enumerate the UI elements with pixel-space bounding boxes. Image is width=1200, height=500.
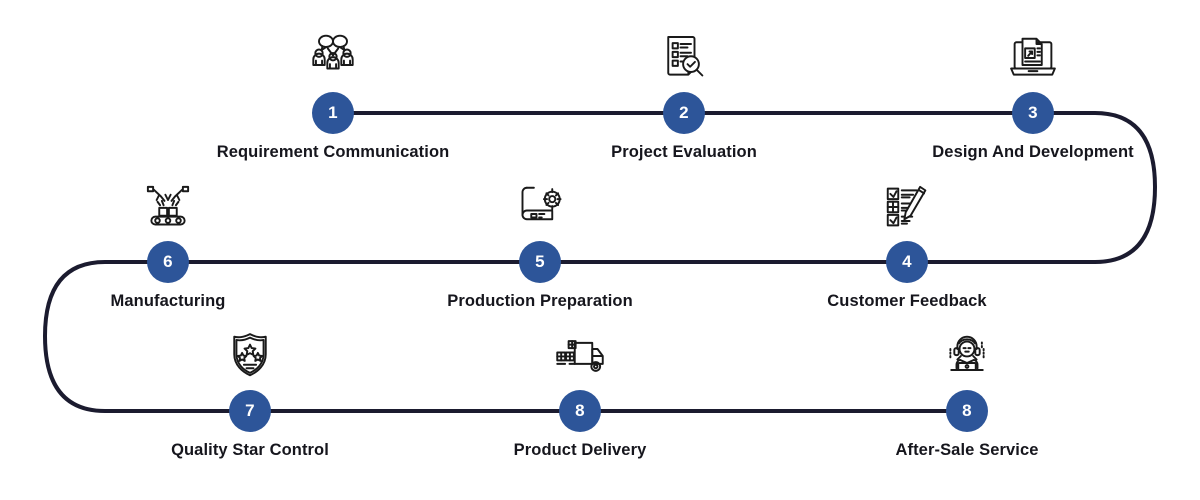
step-marker[interactable]: 7 bbox=[229, 390, 271, 432]
shield-stars-icon bbox=[222, 328, 278, 384]
robotic-arm-conveyor-icon bbox=[140, 179, 196, 235]
delivery-truck-boxes-icon bbox=[552, 328, 608, 384]
support-agent-headset-icon bbox=[939, 328, 995, 384]
checklist-pencil-icon bbox=[879, 179, 935, 235]
people-speech-bubbles-icon bbox=[305, 30, 361, 86]
path-segment-row2-to-row3 bbox=[42, 260, 912, 413]
step-marker[interactable]: 1 bbox=[312, 92, 354, 134]
step-marker[interactable]: 8 bbox=[559, 390, 601, 432]
laptop-design-file-icon bbox=[1005, 30, 1061, 86]
step-label: After-Sale Service bbox=[895, 441, 1039, 459]
step-label: Manufacturing bbox=[110, 292, 226, 310]
step-label: Requirement Communication bbox=[216, 143, 450, 161]
step-label: Project Evaluation bbox=[611, 143, 757, 161]
path-segment-row1-to-row2 bbox=[333, 111, 1158, 264]
step-marker[interactable]: 5 bbox=[519, 241, 561, 283]
step-label: Customer Feedback bbox=[827, 292, 987, 310]
step-label: Production Preparation bbox=[447, 292, 633, 310]
step-marker[interactable]: 3 bbox=[1012, 92, 1054, 134]
document-magnifier-check-icon bbox=[656, 30, 712, 86]
step-label: Product Delivery bbox=[513, 441, 647, 459]
step-marker[interactable]: 6 bbox=[147, 241, 189, 283]
step-marker[interactable]: 4 bbox=[886, 241, 928, 283]
step-marker[interactable]: 8 bbox=[946, 390, 988, 432]
step-marker[interactable]: 2 bbox=[663, 92, 705, 134]
step-label: Quality Star Control bbox=[171, 441, 329, 459]
blueprint-gear-icon bbox=[512, 179, 568, 235]
step-label: Design And Development bbox=[932, 143, 1134, 161]
